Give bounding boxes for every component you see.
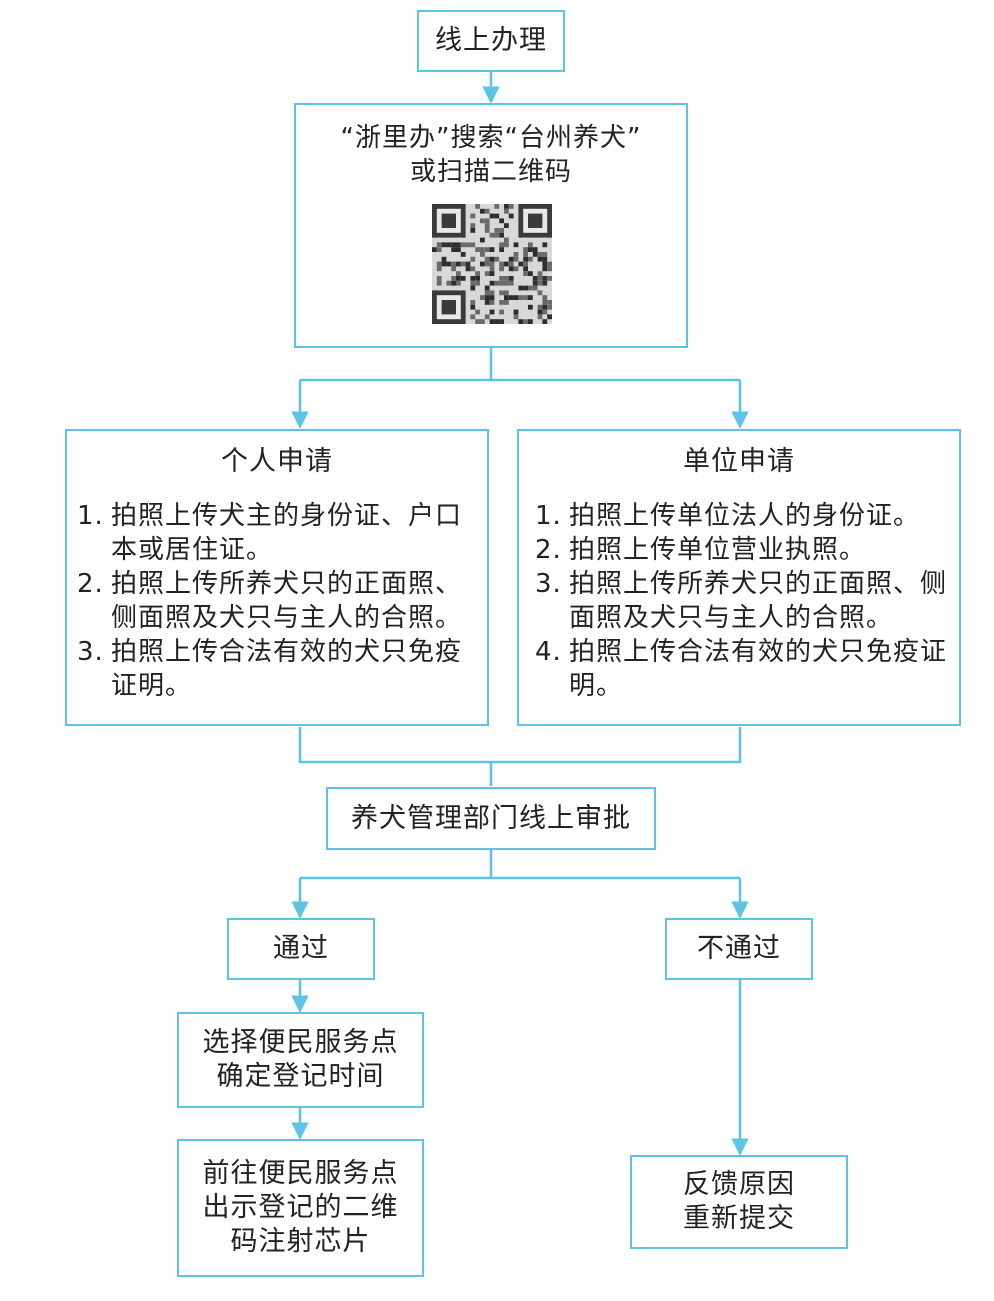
- list-item-text: 拍照上传所养犬只的正面照、侧面照及犬只与主人的合照。: [111, 569, 463, 633]
- edge-approve-split: [300, 850, 740, 880]
- node-goto-line1: 前往便民服务点: [202, 1158, 399, 1189]
- node-online-label: 线上办理: [435, 25, 547, 56]
- node-online: 线上办理: [417, 10, 565, 72]
- list-item: 2. 拍照上传所养犬只的正面照、侧面照及犬只与主人的合照。: [77, 567, 477, 635]
- node-fail-label: 不通过: [697, 933, 781, 964]
- list-item: 1. 拍照上传犬主的身份证、户口本或居住证。: [77, 499, 477, 567]
- node-goto-line3: 码注射芯片: [230, 1226, 371, 1257]
- list-item-number: 1.: [535, 501, 562, 531]
- list-item-number: 2.: [77, 569, 104, 599]
- node-approve: 养犬管理部门线上审批: [326, 787, 656, 850]
- node-feedback-line1: 反馈原因: [683, 1169, 795, 1200]
- list-item: 2. 拍照上传单位营业执照。: [535, 533, 955, 567]
- unit-items: 1. 拍照上传单位法人的身份证。 2. 拍照上传单位营业执照。 3. 拍照上传所…: [535, 499, 955, 703]
- list-item-number: 2.: [535, 535, 562, 565]
- edge-merge: [298, 727, 742, 786]
- node-fail: 不通过: [665, 918, 813, 980]
- node-approve-label: 养犬管理部门线上审批: [351, 802, 631, 834]
- qr-code-icon[interactable]: [432, 204, 552, 324]
- node-goto: 前往便民服务点 出示登记的二维 码注射芯片: [177, 1139, 424, 1277]
- node-search-line2: 或扫描二维码: [409, 157, 572, 187]
- node-unit: 单位申请 1. 拍照上传单位法人的身份证。 2. 拍照上传单位营业执照。 3. …: [517, 429, 961, 726]
- node-choose-line2: 确定登记时间: [216, 1061, 385, 1092]
- node-pass: 通过: [227, 918, 375, 980]
- node-choose-line1: 选择便民服务点: [202, 1027, 399, 1058]
- edge-search-split: [300, 348, 740, 382]
- node-goto-line2: 出示登记的二维: [202, 1192, 399, 1223]
- list-item-number: 4.: [535, 637, 562, 667]
- list-item-number: 3.: [77, 637, 104, 667]
- list-item: 4. 拍照上传合法有效的犬只免疫证明。: [535, 635, 955, 703]
- list-item-number: 1.: [77, 501, 104, 531]
- list-item-text: 拍照上传合法有效的犬只免疫证明。: [111, 637, 463, 701]
- node-personal-title: 个人申请: [221, 446, 333, 477]
- node-feedback-line2: 重新提交: [683, 1203, 795, 1234]
- node-personal: 个人申请 1. 拍照上传犬主的身份证、户口本或居住证。 2. 拍照上传所养犬只的…: [65, 429, 489, 726]
- node-unit-title: 单位申请: [683, 446, 795, 477]
- list-item-text: 拍照上传单位营业执照。: [569, 535, 867, 565]
- list-item-text: 拍照上传犬主的身份证、户口本或居住证。: [111, 501, 463, 565]
- list-item-text: 拍照上传所养犬只的正面照、侧面照及犬只与主人的合照。: [569, 569, 948, 633]
- list-item-text: 拍照上传单位法人的身份证。: [569, 501, 921, 531]
- node-pass-label: 通过: [273, 933, 329, 964]
- list-item: 1. 拍照上传单位法人的身份证。: [535, 499, 955, 533]
- list-item: 3. 拍照上传合法有效的犬只免疫证明。: [77, 635, 477, 703]
- list-item: 3. 拍照上传所养犬只的正面照、侧面照及犬只与主人的合照。: [535, 567, 955, 635]
- node-choose: 选择便民服务点 确定登记时间: [177, 1012, 424, 1108]
- node-search-line1: “浙里办”搜索“台州养犬”: [340, 123, 642, 153]
- personal-items: 1. 拍照上传犬主的身份证、户口本或居住证。 2. 拍照上传所养犬只的正面照、侧…: [77, 499, 477, 703]
- list-item-number: 3.: [535, 569, 562, 599]
- node-feedback: 反馈原因 重新提交: [630, 1155, 848, 1249]
- list-item-text: 拍照上传合法有效的犬只免疫证明。: [569, 637, 948, 701]
